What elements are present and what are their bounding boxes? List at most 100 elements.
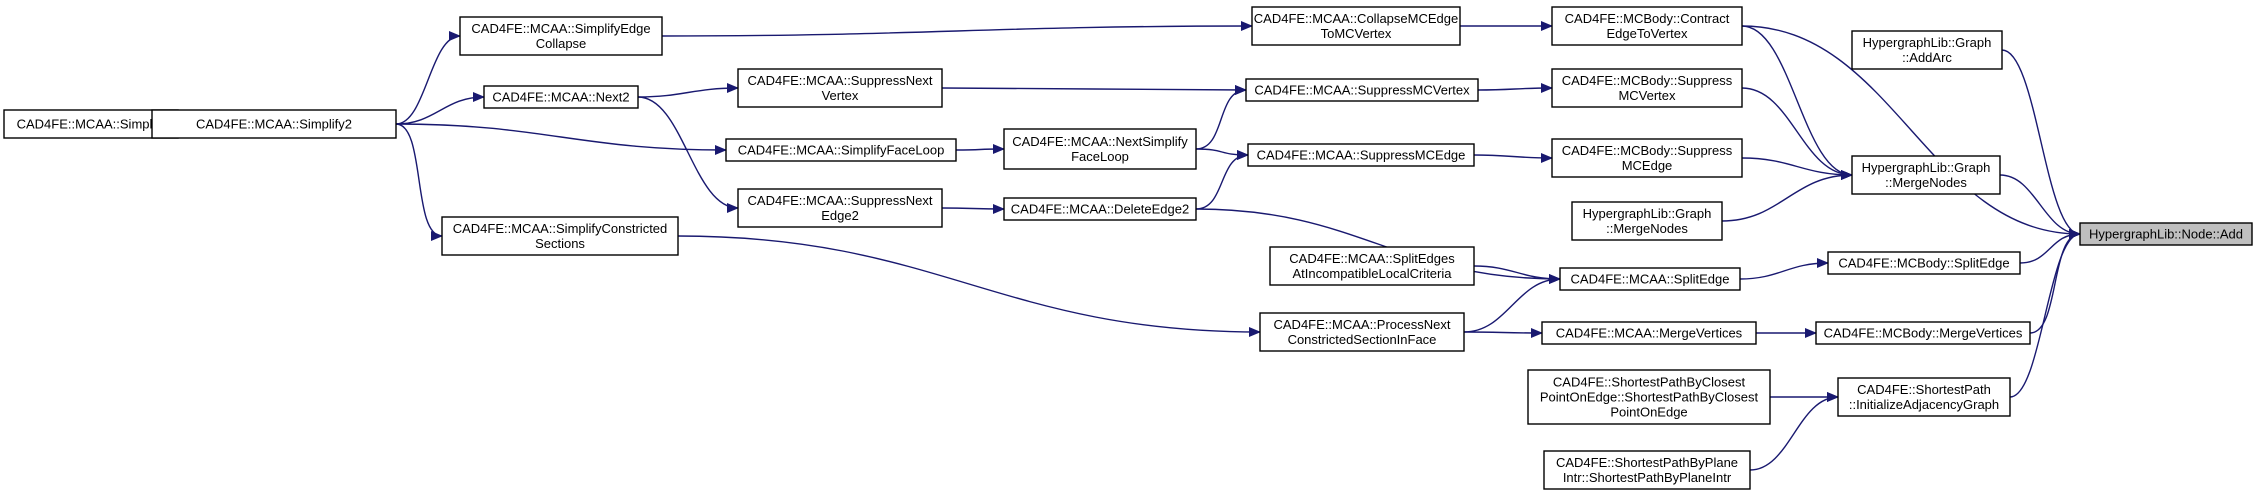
node-box[interactable] bbox=[1527, 369, 1771, 425]
node-simplifyFaceLoop[interactable]: CAD4FE::MCAA::SimplifyFaceLoop bbox=[725, 138, 957, 162]
node-hgAddArc[interactable]: HypergraphLib::Graph::AddArc bbox=[1851, 30, 2003, 70]
node-box[interactable] bbox=[1269, 246, 1475, 286]
node-hgMergeNodesA[interactable]: HypergraphLib::Graph::MergeNodes bbox=[1571, 201, 1723, 241]
node-box[interactable] bbox=[1837, 377, 2011, 417]
node-suppressMCEdge[interactable]: CAD4FE::MCAA::SuppressMCEdge bbox=[1247, 143, 1475, 167]
node-label: MCVertex bbox=[1618, 88, 1676, 103]
node-label: CAD4FE::MCAA::SuppressNext bbox=[748, 193, 933, 208]
node-mcbodySplitEdge[interactable]: CAD4FE::MCBody::SplitEdge bbox=[1827, 251, 2021, 275]
node-label: ConstrictedSectionInFace bbox=[1288, 332, 1437, 347]
node-label: Sections bbox=[535, 236, 585, 251]
node-label: CAD4FE::MCBody::Suppress bbox=[1562, 73, 1733, 88]
node-label: ::InitializeAdjacencyGraph bbox=[1849, 397, 1999, 412]
node-box[interactable] bbox=[1543, 450, 1751, 490]
node-box[interactable] bbox=[1247, 143, 1475, 167]
node-spInitAdjacency[interactable]: CAD4FE::ShortestPath::InitializeAdjacenc… bbox=[1837, 377, 2011, 417]
node-label: HypergraphLib::Graph bbox=[1862, 160, 1991, 175]
node-label: CAD4FE::MCAA::CollapseMCEdge bbox=[1254, 11, 1458, 26]
node-label: CAD4FE::MCAA::MergeVertices bbox=[1556, 326, 1743, 341]
node-label: Collapse bbox=[536, 36, 587, 51]
node-processNextConstricted[interactable]: CAD4FE::MCAA::ProcessNextConstrictedSect… bbox=[1259, 312, 1465, 352]
node-label: CAD4FE::MCAA::SimplifyEdge bbox=[471, 21, 650, 36]
node-mcbodyMergeVertices[interactable]: CAD4FE::MCBody::MergeVertices bbox=[1815, 321, 2031, 345]
node-simplify2[interactable]: CAD4FE::MCAA::Simplify2 bbox=[151, 109, 397, 139]
node-suppressMCVertex[interactable]: CAD4FE::MCAA::SuppressMCVertex bbox=[1245, 78, 1479, 102]
node-box[interactable] bbox=[1571, 201, 1723, 241]
node-box[interactable] bbox=[1815, 321, 2031, 345]
edge-deleteEdge2-to-mcaaSplitEdge bbox=[1195, 208, 1561, 284]
node-box[interactable] bbox=[441, 216, 679, 256]
node-box[interactable] bbox=[1259, 312, 1465, 352]
node-label: AtIncompatibleLocalCriteria bbox=[1293, 266, 1453, 281]
node-spPlane[interactable]: CAD4FE::ShortestPathByPlaneIntr::Shortes… bbox=[1543, 450, 1751, 490]
node-box[interactable] bbox=[1851, 30, 2003, 70]
edge-next2-to-suppressNextVertex bbox=[637, 83, 739, 98]
node-box[interactable] bbox=[1541, 321, 1757, 345]
edge-simplify2-to-simplifyEdgeCollapse bbox=[395, 31, 461, 125]
node-box[interactable] bbox=[1003, 128, 1197, 170]
node-box[interactable] bbox=[459, 16, 663, 56]
edge-simplifyEdgeCollapse-to-collapseMCEdge bbox=[661, 21, 1253, 37]
node-label: Edge2 bbox=[821, 208, 859, 223]
node-label: CAD4FE::MCAA::SuppressNext bbox=[748, 73, 933, 88]
node-next2[interactable]: CAD4FE::MCAA::Next2 bbox=[483, 85, 639, 109]
node-label: CAD4FE::MCBody::SplitEdge bbox=[1838, 256, 2009, 271]
node-label: ::MergeNodes bbox=[1885, 175, 1967, 190]
node-label: CAD4FE::ShortestPathByPlane bbox=[1556, 455, 1738, 470]
node-box[interactable] bbox=[1003, 197, 1197, 221]
node-box[interactable] bbox=[483, 85, 639, 109]
node-simplifyConstricted[interactable]: CAD4FE::MCAA::SimplifyConstrictedSection… bbox=[441, 216, 679, 256]
node-label: CAD4FE::ShortestPathByClosest bbox=[1553, 375, 1746, 390]
node-label: CAD4FE::MCBody::Suppress bbox=[1562, 143, 1733, 158]
node-mcbodySuppressEdge[interactable]: CAD4FE::MCBody::SuppressMCEdge bbox=[1551, 138, 1743, 178]
edge-next2-to-suppressNextEdge2 bbox=[637, 96, 739, 213]
edge-suppressNextVertex-to-suppressMCVertex bbox=[941, 84, 1247, 95]
node-label: CAD4FE::MCAA::NextSimplify bbox=[1012, 134, 1188, 149]
edge-simplifyFaceLoop-to-nextSimplifyFaceLoop bbox=[955, 144, 1005, 155]
node-label: CAD4FE::MCAA::SuppressMCEdge bbox=[1257, 148, 1466, 163]
node-box[interactable] bbox=[151, 109, 397, 139]
node-box[interactable] bbox=[725, 138, 957, 162]
edge-nextSimplifyFaceLoop-to-suppressMCEdge bbox=[1195, 148, 1249, 160]
node-deleteEdge2[interactable]: CAD4FE::MCAA::DeleteEdge2 bbox=[1003, 197, 1197, 221]
node-box[interactable] bbox=[1559, 267, 1741, 291]
node-hgMergeNodesB[interactable]: HypergraphLib::Graph::MergeNodes bbox=[1851, 155, 2001, 195]
edge-mcbodyContract-to-nodeAdd bbox=[1741, 25, 2081, 239]
node-box[interactable] bbox=[1551, 68, 1743, 108]
edge-spInitAdjacency-to-nodeAdd bbox=[2009, 229, 2081, 398]
node-box[interactable] bbox=[1551, 6, 1743, 46]
node-box[interactable] bbox=[737, 68, 943, 108]
edge-simplify2-to-next2 bbox=[395, 92, 485, 125]
node-mcaaMergeVertices[interactable]: CAD4FE::MCAA::MergeVertices bbox=[1541, 321, 1757, 345]
node-box[interactable] bbox=[1551, 138, 1743, 178]
node-box[interactable] bbox=[1827, 251, 2021, 275]
node-box[interactable] bbox=[1851, 155, 2001, 195]
node-label: Vertex bbox=[822, 88, 859, 103]
node-spClosest[interactable]: CAD4FE::ShortestPathByClosestPointOnEdge… bbox=[1527, 369, 1771, 425]
edge-spPlane-to-spInitAdjacency bbox=[1749, 392, 1839, 471]
node-label: CAD4FE::MCAA::SplitEdges bbox=[1289, 251, 1455, 266]
node-label: CAD4FE::MCAA::SuppressMCVertex bbox=[1254, 83, 1470, 98]
node-mcaaSplitEdge[interactable]: CAD4FE::MCAA::SplitEdge bbox=[1559, 267, 1741, 291]
node-label: ::AddArc bbox=[1902, 50, 1952, 65]
node-box[interactable] bbox=[737, 188, 943, 228]
edge-processNextConstricted-to-mcaaSplitEdge bbox=[1463, 274, 1561, 333]
node-mcbodySuppressVertex[interactable]: CAD4FE::MCBody::SuppressMCVertex bbox=[1551, 68, 1743, 108]
node-label: MCEdge bbox=[1622, 158, 1673, 173]
node-label: CAD4FE::MCAA::SimplifyConstricted bbox=[453, 221, 668, 236]
node-label: CAD4FE::MCBody::MergeVertices bbox=[1824, 326, 2023, 341]
edge-simplify2-to-simplifyConstricted bbox=[395, 123, 443, 241]
node-box[interactable] bbox=[1251, 6, 1461, 46]
edge-hgAddArc-to-nodeAdd bbox=[2001, 49, 2081, 239]
node-splitEdgesAtIncompat[interactable]: CAD4FE::MCAA::SplitEdgesAtIncompatibleLo… bbox=[1269, 246, 1475, 286]
edge-processNextConstricted-to-mcaaMergeVertices bbox=[1463, 327, 1543, 338]
node-nodeAdd[interactable]: HypergraphLib::Node::Add bbox=[2079, 222, 2253, 246]
node-box[interactable] bbox=[2079, 222, 2253, 246]
node-box[interactable] bbox=[1245, 78, 1479, 102]
